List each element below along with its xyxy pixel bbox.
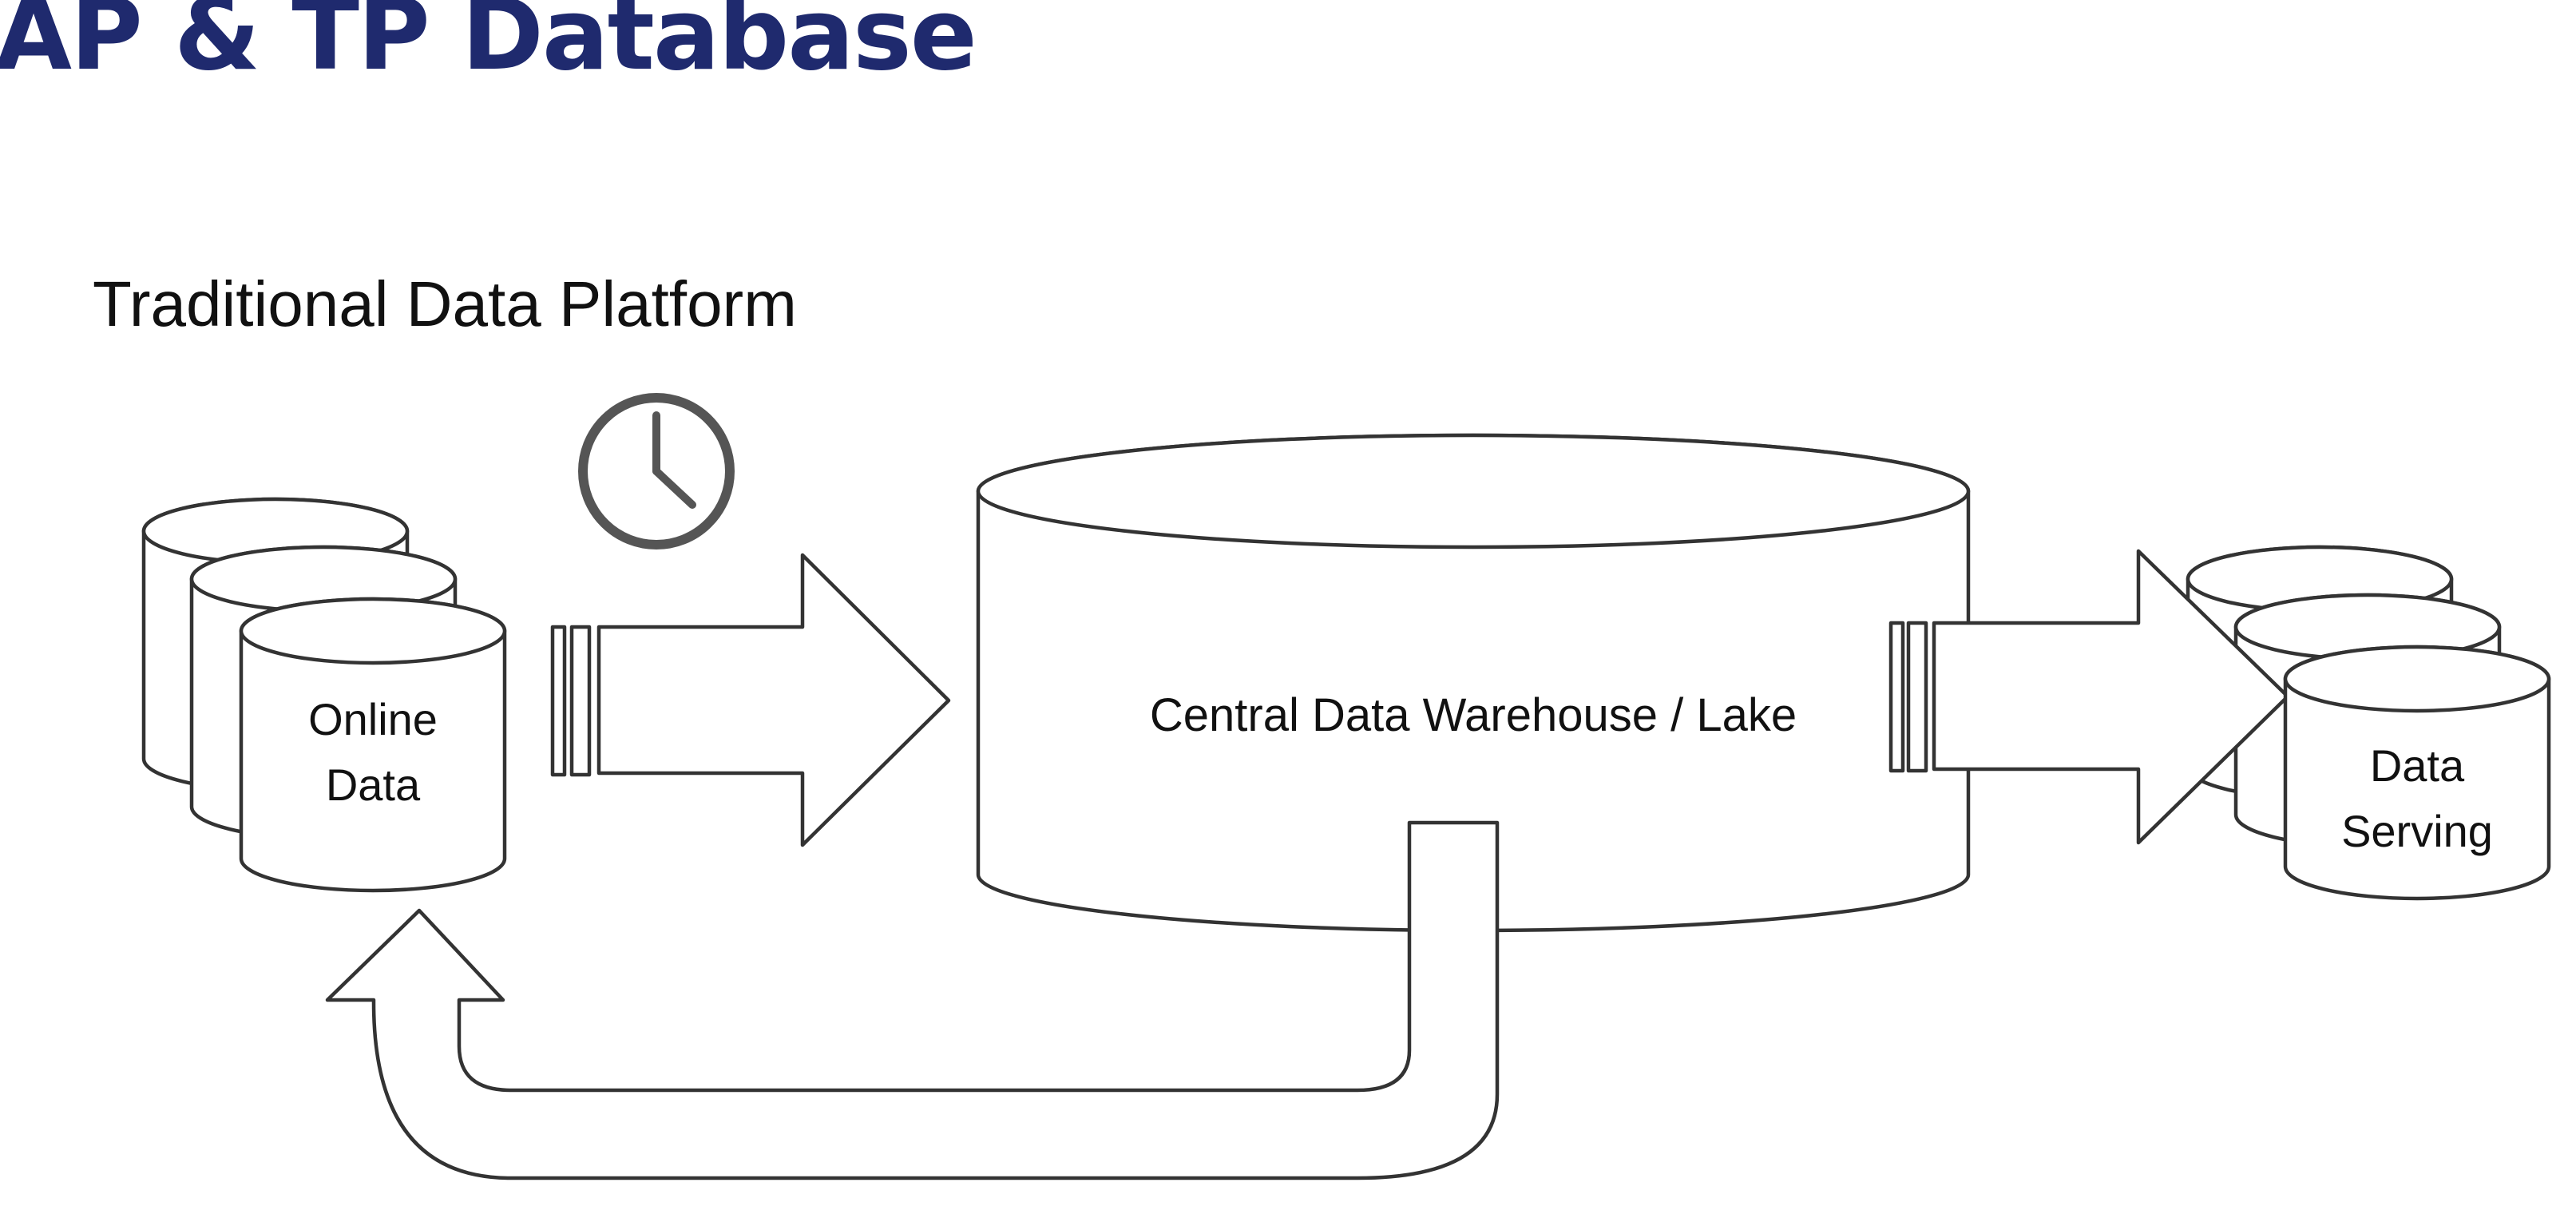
warehouse-cylinder — [976, 433, 1971, 933]
online-data-stack — [141, 497, 507, 893]
feedback-arrow — [325, 820, 1500, 1180]
serve-arrow-stripe-2 — [1906, 621, 1928, 773]
ingest-arrow-stripe-1 — [550, 625, 567, 777]
data-serving-label-line1: Data — [2370, 740, 2465, 791]
diagram-subtitle: Traditional Data Platform — [93, 268, 797, 339]
ingest-arrow-stripe-2 — [569, 625, 592, 777]
data-serving-label-line2: Serving — [2341, 806, 2493, 856]
clock-icon — [578, 393, 735, 550]
ingest-arrow — [550, 553, 951, 847]
serve-arrow-body — [1932, 549, 2290, 845]
serve-arrow — [1888, 549, 2290, 845]
data-serving-cylinder-front — [2283, 645, 2551, 901]
online-data-label-line2: Data — [326, 760, 421, 810]
warehouse-label: Central Data Warehouse / Lake — [1150, 689, 1797, 741]
serve-arrow-stripe-1 — [1888, 621, 1905, 773]
slide-title: AP & TP Database — [0, 0, 977, 93]
ingest-arrow-body — [596, 553, 951, 847]
online-data-label-line1: Online — [308, 694, 438, 744]
